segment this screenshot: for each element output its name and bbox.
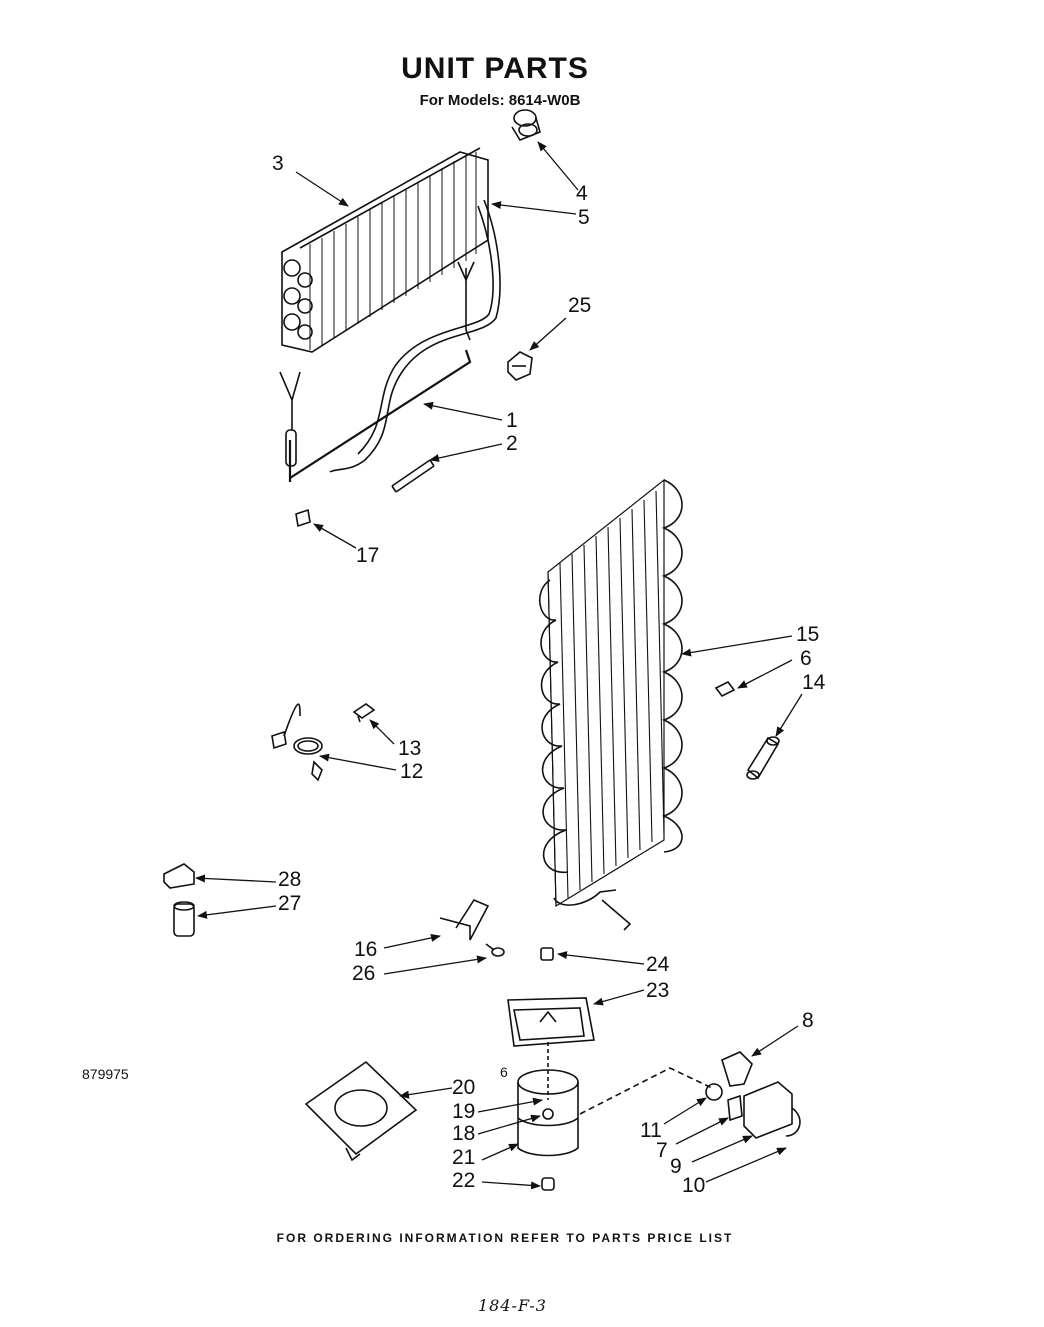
callout-8: 8 <box>802 1009 814 1032</box>
part-8-relay-cover <box>721 1051 753 1087</box>
part-21-compressor <box>517 1042 579 1157</box>
part-23-drain-pan <box>507 997 595 1047</box>
leader-8 <box>751 1025 799 1057</box>
part-1-heater-wire <box>288 349 472 482</box>
part-14-drier <box>746 736 780 780</box>
part-25-clip <box>507 351 533 381</box>
leader-14 <box>775 693 803 737</box>
leader-24 <box>557 951 645 965</box>
callout-24: 24 <box>646 953 670 976</box>
leader-1 <box>423 401 503 421</box>
callout-22: 22 <box>452 1169 476 1192</box>
leader-12 <box>319 753 397 771</box>
part-22-grommet <box>541 1177 555 1191</box>
part-9-relay <box>743 1081 793 1139</box>
leader-21 <box>481 1143 519 1161</box>
part-3-evaporator <box>281 147 489 353</box>
document-number: 879975 <box>82 1066 129 1082</box>
leader-26 <box>383 955 487 975</box>
part-20-base-plate <box>304 1060 418 1162</box>
callout-18: 18 <box>452 1122 476 1145</box>
leader-15 <box>681 635 793 657</box>
part-2-drain-tube <box>391 459 435 493</box>
heater-wire-leads <box>279 371 301 467</box>
callout-25: 25 <box>568 294 592 317</box>
part-7-bracket <box>727 1094 743 1122</box>
callout-10: 10 <box>682 1174 706 1197</box>
part-12-thermostat-harness <box>271 703 323 782</box>
callout-21: 21 <box>452 1146 476 1169</box>
leader-7 <box>675 1117 729 1145</box>
callout-6: 6 <box>800 647 812 670</box>
dashed-connection-line <box>579 1067 713 1115</box>
callout-17: 17 <box>356 544 380 567</box>
leader-5 <box>491 201 577 215</box>
part-24-nut <box>540 947 554 961</box>
callout-12: 12 <box>400 760 424 783</box>
callout-20: 20 <box>452 1076 476 1099</box>
leader-3 <box>295 171 349 207</box>
callout-9: 9 <box>670 1155 682 1178</box>
leader-17 <box>313 523 357 549</box>
leader-25 <box>529 317 567 351</box>
callout-19: 19 <box>452 1100 476 1123</box>
leader-10 <box>705 1147 787 1183</box>
part-26-screw <box>485 943 505 957</box>
leader-19 <box>477 1097 543 1113</box>
callout-5: 5 <box>578 206 590 229</box>
part-17-bracket <box>295 508 311 528</box>
callout-7: 7 <box>656 1139 668 1162</box>
leader-23 <box>593 989 645 1006</box>
callout-13: 13 <box>398 737 422 760</box>
part-5-tubing <box>329 199 501 473</box>
part-11-overload <box>705 1083 723 1101</box>
callout-27: 27 <box>278 892 302 915</box>
callout-3: 3 <box>272 152 284 175</box>
leader-9 <box>691 1135 753 1163</box>
callout-15: 15 <box>796 623 820 646</box>
leader-lines <box>195 141 803 1190</box>
part-16-bracket <box>439 898 490 941</box>
model-subtitle: For Models: 8614-W0B <box>419 92 581 109</box>
part-13-clip <box>352 703 376 723</box>
leader-18 <box>477 1114 541 1135</box>
callout-4: 4 <box>576 182 588 205</box>
page-title: UNIT PARTS <box>401 52 589 85</box>
callout-14: 14 <box>802 671 826 694</box>
leader-2 <box>429 443 503 462</box>
leader-6 <box>737 659 793 689</box>
part-4-grommet <box>511 109 541 141</box>
page-number: 6 <box>500 1064 508 1080</box>
callout-28: 28 <box>278 868 302 891</box>
leader-4 <box>537 141 579 191</box>
part-10-wire <box>785 1107 801 1137</box>
leader-20 <box>399 1087 453 1099</box>
callout-16: 16 <box>354 938 378 961</box>
callout-2: 2 <box>506 432 518 455</box>
leader-16 <box>383 933 441 949</box>
callout-26: 26 <box>352 962 376 985</box>
leader-22 <box>481 1181 541 1190</box>
leader-28 <box>195 874 277 883</box>
part-27-capacitor <box>173 901 195 937</box>
handwritten-code: 184-F-3 <box>478 1296 547 1315</box>
callout-11: 11 <box>640 1119 662 1142</box>
callout-1: 1 <box>506 409 518 432</box>
leader-13 <box>369 719 395 745</box>
part-28-clip <box>163 863 195 889</box>
evaporator-tube-bends <box>283 259 313 340</box>
part-6-clip <box>714 680 736 698</box>
leader-11 <box>663 1097 707 1125</box>
part-15-condenser-coil <box>539 478 683 931</box>
ordering-information-note: FOR ORDERING INFORMATION REFER TO PARTS … <box>276 1231 734 1245</box>
leader-27 <box>197 905 277 919</box>
callout-23: 23 <box>646 979 670 1002</box>
